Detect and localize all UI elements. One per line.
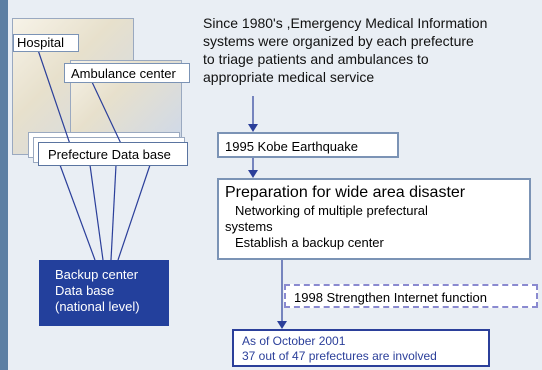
preparation-line-2: systems	[225, 219, 273, 234]
kobe-earthquake-text: 1995 Kobe Earthquake	[225, 139, 358, 154]
left-rail	[0, 0, 8, 370]
backup-center-line-2: Data base	[55, 283, 115, 298]
internet-function-text: 1998 Strengthen Internet function	[294, 290, 487, 305]
backup-center-line-3: (national level)	[55, 299, 140, 314]
preparation-title: Preparation for wide area disaster	[225, 184, 466, 201]
internet-function-box: 1998 Strengthen Internet function	[284, 284, 538, 308]
intro-line-1: Since 1980's ,Emergency Medical Informat…	[203, 15, 488, 31]
prefecture-db-text: Prefecture Data base	[48, 147, 171, 162]
intro-line-4: appropriate medical service	[203, 69, 375, 85]
hospital-text: Hospital	[17, 35, 64, 50]
ambulance-center-label: Ambulance center	[64, 63, 190, 83]
preparation-box: Preparation for wide area disaster Netwo…	[217, 178, 531, 260]
preparation-line-3: Establish a backup center	[235, 235, 384, 250]
backup-center-line-1: Backup center	[55, 267, 139, 282]
preparation-line-1: Networking of multiple prefectural	[235, 203, 428, 218]
kobe-earthquake-box: 1995 Kobe Earthquake	[217, 132, 399, 158]
intro-line-3: to triage patients and ambulances to	[203, 51, 429, 67]
backup-center-box: Backup center Data base (national level)	[39, 260, 169, 326]
status-line-2: 37 out of 47 prefectures are involved	[242, 349, 437, 363]
intro-line-2: systems were organized by each prefectur…	[203, 33, 474, 49]
hospital-label: Hospital	[13, 34, 79, 52]
status-line-1: As of October 2001	[242, 334, 346, 348]
intro-text: Since 1980's ,Emergency Medical Informat…	[203, 14, 541, 86]
ambulance-center-text: Ambulance center	[71, 66, 176, 81]
prefecture-db-box: Prefecture Data base	[38, 142, 188, 166]
status-box: As of October 2001 37 out of 47 prefectu…	[232, 329, 490, 367]
